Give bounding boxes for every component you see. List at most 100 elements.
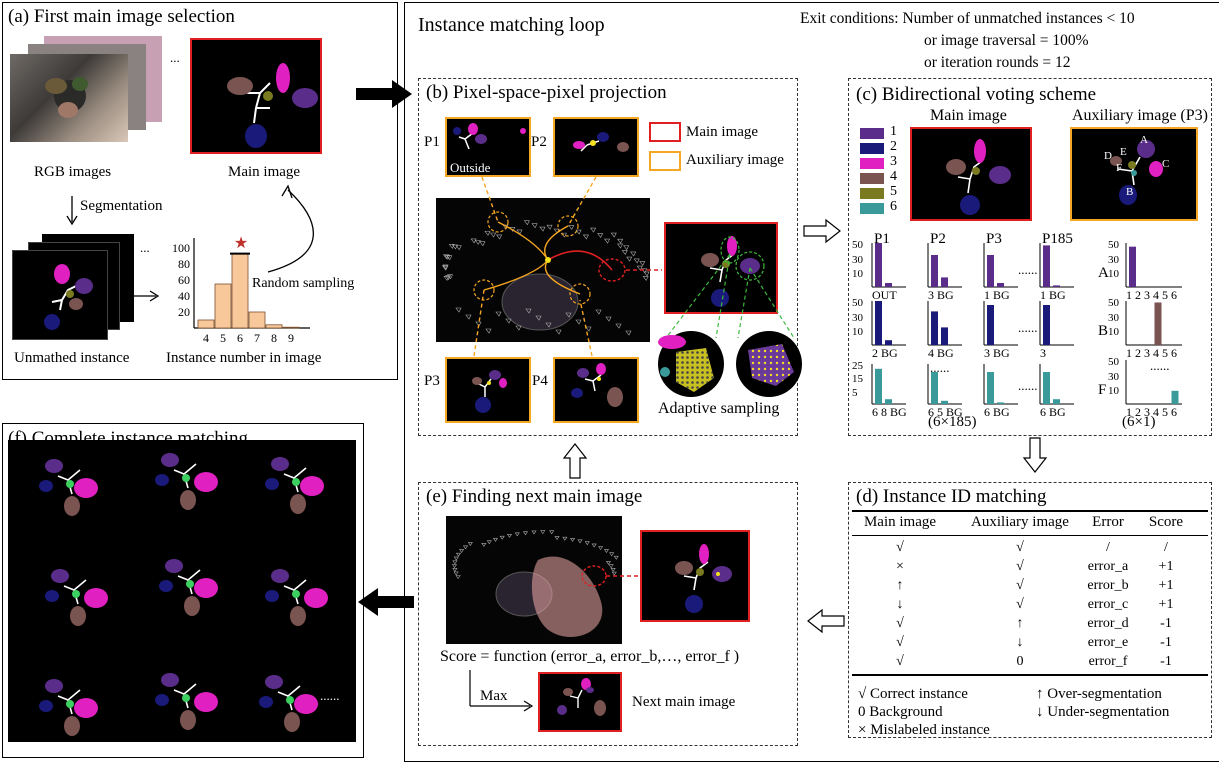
row-letter: F bbox=[1098, 382, 1107, 398]
sample-point bbox=[545, 257, 551, 263]
table-cell: +1 bbox=[1158, 578, 1174, 593]
vote-ytick: 30 bbox=[1108, 253, 1119, 266]
table-cell: √ bbox=[896, 654, 904, 669]
vote-bar bbox=[1043, 245, 1050, 287]
d-legend-background: 0 Background bbox=[858, 704, 943, 720]
table-cell: √ bbox=[896, 635, 904, 650]
vote-ytick: 50 bbox=[1108, 356, 1119, 368]
table-cell: +1 bbox=[1158, 559, 1174, 574]
camera-frustum bbox=[453, 571, 459, 576]
next-main-image bbox=[538, 672, 622, 732]
table-cell: error_d bbox=[1087, 616, 1129, 631]
table-bottom-rule bbox=[852, 674, 1208, 676]
camera-frustum bbox=[452, 560, 458, 565]
p2-label: P2 bbox=[531, 134, 547, 150]
vote-bar bbox=[1053, 285, 1060, 287]
vote-ytick: 5 bbox=[852, 386, 858, 399]
vote-bar bbox=[875, 368, 882, 404]
camera-frustum bbox=[591, 543, 597, 548]
hist-xtick: 9 bbox=[288, 331, 294, 345]
table-cell: √ bbox=[896, 616, 904, 631]
camera-frustum bbox=[451, 564, 458, 569]
legend-label: 3 bbox=[890, 154, 897, 169]
camera-frustum bbox=[523, 220, 530, 226]
table-cell: error_b bbox=[1087, 578, 1129, 593]
hist-ytick: 100 bbox=[172, 241, 190, 255]
vote-xlabel: 1 2 3 4 5 6 bbox=[1126, 405, 1177, 419]
table-cell: error_a bbox=[1087, 559, 1129, 574]
e-scene-drawing bbox=[451, 530, 619, 637]
camera-frustum bbox=[446, 255, 453, 261]
hist-bar bbox=[265, 324, 283, 329]
seg-image-plant bbox=[44, 264, 93, 330]
panel-b-title: (b) Pixel-space-pixel projection bbox=[426, 82, 667, 103]
table-cell: ↓ bbox=[1016, 635, 1024, 650]
panel-d bbox=[848, 482, 1212, 738]
panel-e bbox=[418, 482, 798, 746]
vote-xlabel: 1 2 3 4 5 6 bbox=[1126, 288, 1177, 302]
camera-frustum bbox=[515, 325, 522, 331]
vote-ytick: 15 bbox=[852, 373, 863, 386]
vote-xlabel: OUT bbox=[872, 288, 897, 302]
main-ray bbox=[547, 250, 613, 271]
p2-plant bbox=[573, 132, 629, 152]
vote-bar bbox=[941, 400, 948, 404]
panel-b bbox=[418, 78, 798, 436]
d-legend-over: ↑ Over-segmentation bbox=[1036, 686, 1162, 702]
legend-swatch bbox=[860, 188, 884, 199]
camera-frustum bbox=[616, 243, 624, 249]
camera-frustum bbox=[613, 555, 619, 560]
camera-frustum bbox=[455, 245, 462, 251]
camera-frustum bbox=[452, 568, 458, 572]
c-main-label: Main image bbox=[930, 107, 1007, 124]
seg-dots: ... bbox=[140, 240, 150, 255]
camera-frustum bbox=[585, 326, 592, 332]
hist-xtick: 6 bbox=[237, 331, 243, 345]
vote-bar bbox=[885, 399, 892, 404]
outside-label: Outside bbox=[450, 160, 491, 175]
camera-frustum bbox=[610, 232, 617, 238]
camera-frustum bbox=[540, 530, 546, 535]
camera-frustum bbox=[610, 568, 616, 572]
camera-frustum bbox=[490, 232, 497, 238]
legend-swatch bbox=[860, 158, 884, 169]
camera-frustum bbox=[545, 322, 552, 328]
vote-ytick: 10 bbox=[1108, 268, 1119, 281]
table-cell: / bbox=[1106, 540, 1110, 555]
camera-frustum bbox=[455, 575, 461, 580]
camera-frustum bbox=[589, 227, 597, 233]
e-main-image-plant bbox=[675, 544, 732, 613]
camera-frustum bbox=[479, 241, 486, 247]
row-letter: A bbox=[1098, 265, 1109, 281]
vote-bar bbox=[941, 277, 948, 287]
aux-letter: D bbox=[1104, 150, 1112, 162]
camera-frustum bbox=[453, 556, 459, 561]
camera-frustum bbox=[467, 542, 473, 546]
vote-xlabel: 3 bbox=[1040, 346, 1046, 360]
camera-frustum bbox=[444, 275, 452, 281]
camera-frustum bbox=[443, 276, 450, 281]
camera-frustum bbox=[455, 552, 462, 557]
table-cell: √ bbox=[1016, 597, 1024, 612]
vote-xlabel: 4 BG bbox=[928, 346, 954, 360]
vote-bar bbox=[931, 255, 938, 287]
p3-label: P3 bbox=[424, 373, 440, 389]
pot bbox=[501, 273, 579, 331]
d-legend-mislabeled: × Mislabeled instance bbox=[858, 722, 990, 738]
camera-frustum bbox=[565, 312, 572, 318]
vote-xlabel: 1 BG bbox=[1040, 288, 1066, 302]
random-sampling-label: Random sampling bbox=[252, 276, 355, 291]
legend-label: 6 bbox=[890, 199, 897, 214]
legend-swatch bbox=[860, 143, 884, 154]
matched-plant bbox=[259, 675, 318, 732]
candidate-region bbox=[531, 556, 603, 637]
camera-frustum bbox=[641, 268, 648, 274]
main-image-a-label: Main image bbox=[228, 164, 301, 180]
table-cell: × bbox=[896, 559, 904, 574]
camera-frustum bbox=[575, 229, 582, 235]
